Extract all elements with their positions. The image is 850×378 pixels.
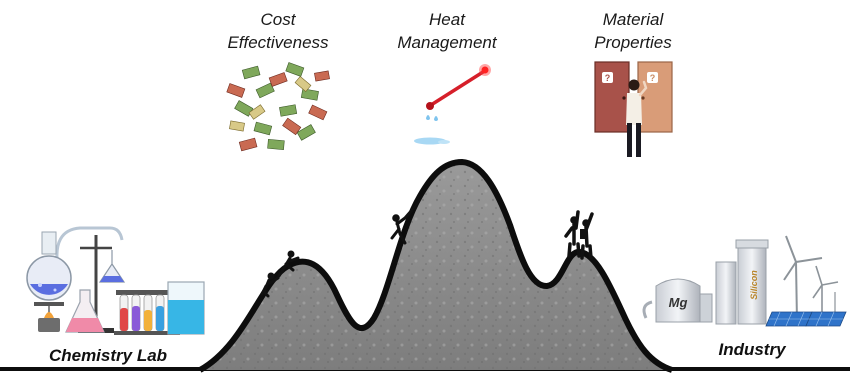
challenge-title-line: Properties (594, 33, 672, 52)
summit-climbers-icon (564, 210, 594, 260)
thermometer-icon (414, 64, 491, 145)
chemistry-lab-icon (26, 226, 205, 335)
challenge-title-line: Management (397, 33, 498, 52)
person-figure (626, 79, 648, 157)
door-question-mark: ? (650, 73, 656, 83)
challenge-material: Material Properties (594, 10, 672, 52)
challenge-title-line: Heat (429, 10, 466, 29)
challenge-title-line: Material (603, 10, 665, 29)
tank-mg: Mg (642, 278, 713, 323)
industry-icon: Silicon Mg (642, 235, 847, 327)
climber-silhouettes (260, 199, 594, 298)
industry-label: Industry (718, 340, 787, 359)
challenge-title-line: Cost (261, 10, 297, 29)
door-question-mark: ? (605, 73, 611, 83)
mountain-range (198, 159, 674, 373)
doors-choice-icon: ? ? (594, 61, 673, 157)
wind-turbine-icon (783, 235, 839, 323)
climber-icon (390, 199, 421, 245)
mg-tank-label: Mg (669, 295, 688, 310)
challenge-title-line: Effectiveness (227, 33, 329, 52)
chemistry-lab-label: Chemistry Lab (49, 346, 167, 365)
silicon-tank-label: Silicon (749, 270, 759, 300)
challenge-heat: Heat Management (397, 10, 498, 52)
solar-panels-icon (765, 311, 847, 327)
challenge-cost: Cost Effectiveness (227, 10, 329, 52)
climber-icon (260, 250, 300, 298)
silo-silicon: Silicon (715, 239, 769, 325)
money-bills-icon (226, 62, 330, 152)
